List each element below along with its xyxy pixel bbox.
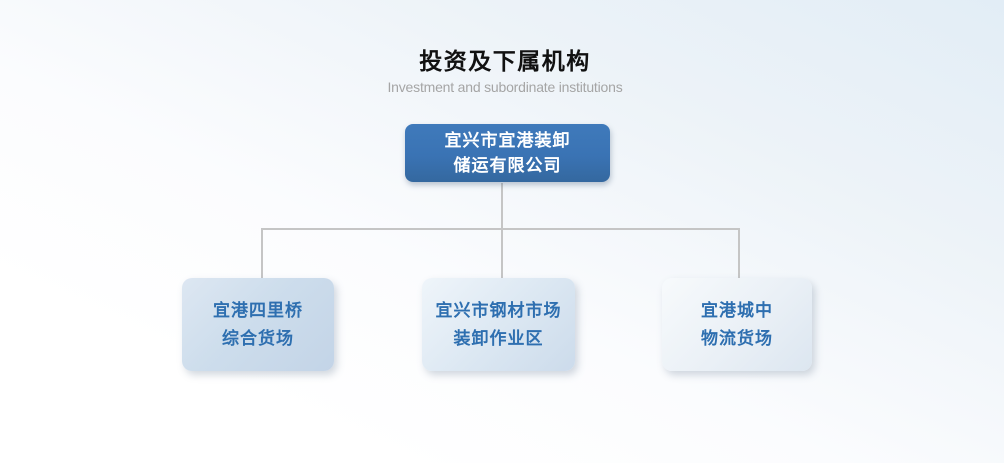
org-node-root-label-line1: 宜兴市宜港装卸 [444,131,571,150]
org-node-root-label-line2: 储运有限公司 [453,156,562,175]
org-node-child-3: 宜港城中 物流货场 [662,278,812,371]
org-node-child-1: 宜港四里桥 综合货场 [182,278,334,371]
org-node-child-1-label-line2: 综合货场 [222,328,294,348]
org-node-child-3-label-line1: 宜港城中 [701,300,773,320]
org-node-root: 宜兴市宜港装卸 储运有限公司 [405,124,610,182]
page-title: 投资及下属机构 [419,48,591,74]
org-node-child-2: 宜兴市钢材市场 装卸作业区 [422,278,575,371]
org-node-child-2-label-line1: 宜兴市钢材市场 [435,300,562,320]
org-node-child-3-label-line2: 物流货场 [701,328,773,348]
connector-drop-center [501,230,503,278]
org-node-child-2-label-line2: 装卸作业区 [453,328,544,348]
connector-horizontal-bar [261,228,740,230]
connector-root-trunk [501,183,503,229]
org-node-child-1-label-line1: 宜港四里桥 [213,300,303,320]
page-subtitle: Investment and subordinate institutions [387,79,623,95]
connector-drop-left [261,230,263,278]
connector-drop-right [738,230,740,278]
